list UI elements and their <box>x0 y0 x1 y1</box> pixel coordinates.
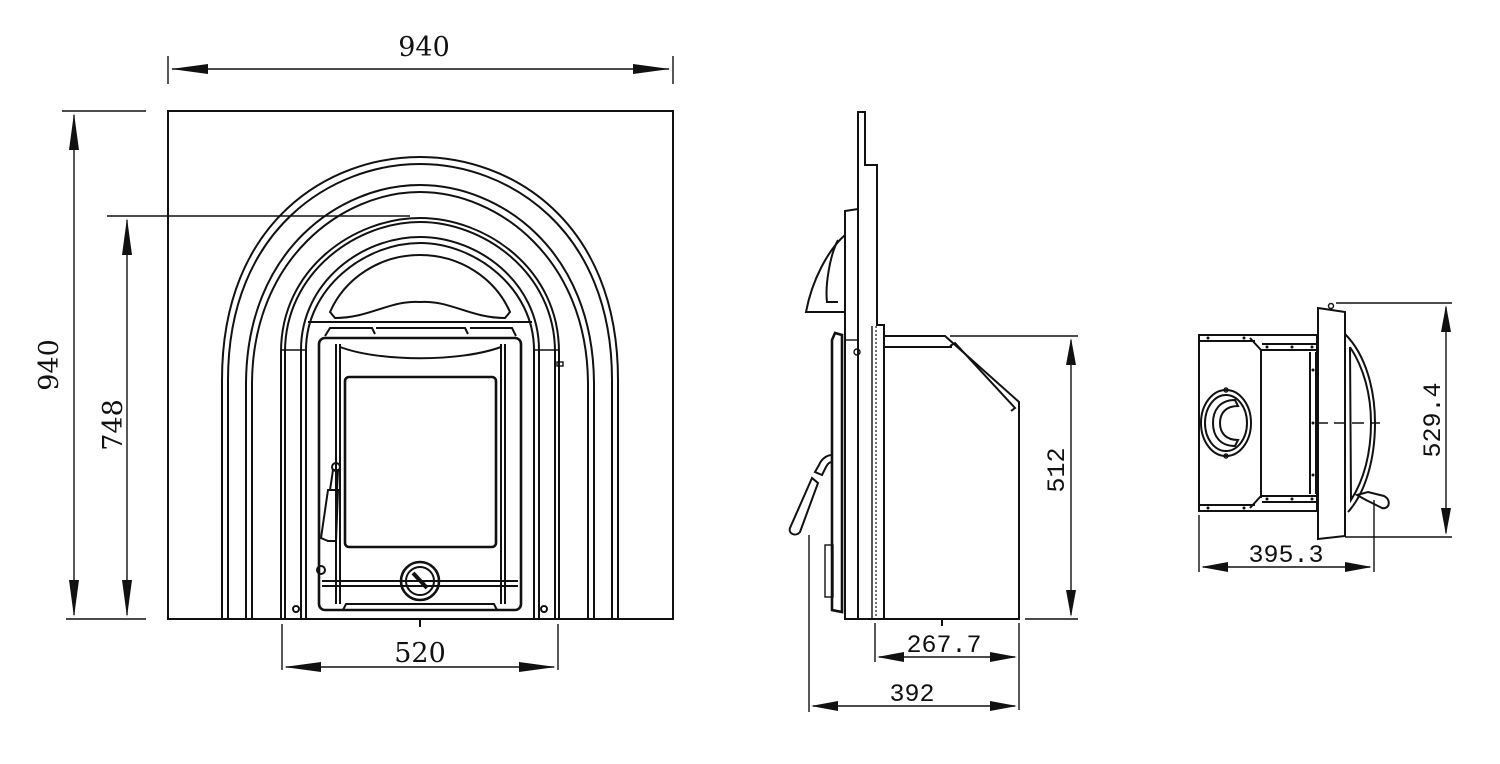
dimension-body-height: 512 <box>950 335 1078 620</box>
top-handle <box>1354 490 1390 510</box>
top-view: 529.4 395.3 <box>1198 302 1452 572</box>
crown-panel <box>328 253 512 320</box>
dimension-overall-depth: 392 <box>808 535 1017 712</box>
air-control-knob <box>399 560 441 602</box>
top-vent <box>324 327 517 337</box>
dim-label-body-depth: 267.7 <box>906 631 981 660</box>
front-plate <box>1317 306 1346 541</box>
dim-label-overall-depth: 392 <box>889 680 934 709</box>
surround-profile <box>857 111 885 620</box>
door-handle <box>316 462 341 575</box>
door-lintel-curve <box>339 346 502 360</box>
dim-label-arch-height: 748 <box>98 399 129 451</box>
front-view: 940 940 748 <box>34 32 674 672</box>
dim-label-body-height: 512 <box>1043 447 1072 492</box>
dim-label-overall-width: 940 <box>398 32 450 63</box>
arch-surround <box>221 155 619 619</box>
dim-label-front-width: 529.4 <box>1419 382 1448 457</box>
door-frame <box>317 336 523 612</box>
dimension-top-depth: 395.3 <box>1198 500 1375 572</box>
door-front <box>830 331 844 614</box>
glass-window <box>343 375 498 549</box>
dimension-overall-width: 940 <box>167 32 674 84</box>
flue-collar <box>1200 387 1252 459</box>
dimension-body-depth: 267.7 <box>874 623 1020 710</box>
dim-label-insert-width: 520 <box>394 638 446 669</box>
firebox-body <box>884 335 1020 620</box>
dim-label-overall-height: 940 <box>34 339 65 391</box>
plinth <box>342 603 498 611</box>
side-handle <box>788 453 833 536</box>
dimension-overall-height: 940 <box>34 110 146 620</box>
surround-plate <box>167 110 674 620</box>
dimension-front-width: 529.4 <box>1336 302 1452 538</box>
dimension-insert-width: 520 <box>281 624 559 672</box>
side-view: 512 267.7 392 <box>788 111 1078 712</box>
rear-body <box>1198 334 1318 512</box>
dim-label-top-depth: 395.3 <box>1248 541 1323 570</box>
dimension-arch-height: 748 <box>98 215 410 617</box>
